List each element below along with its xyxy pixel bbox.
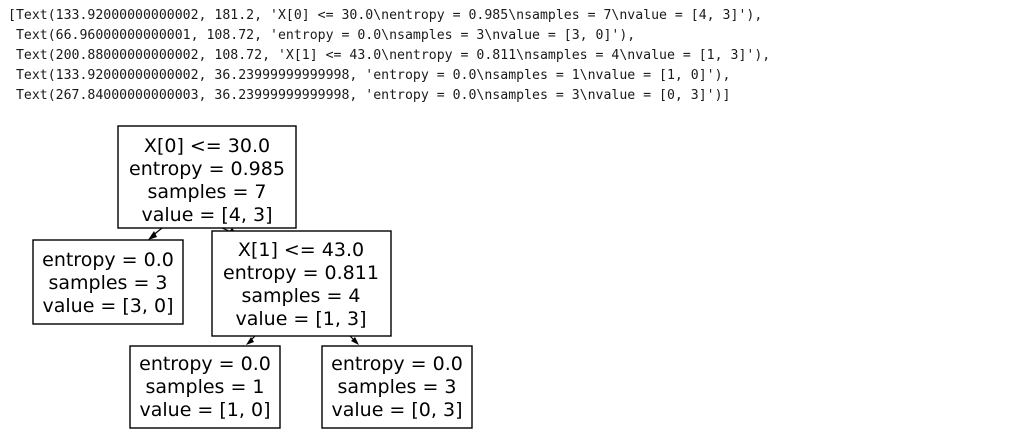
node-split-rule: X[0] <= 30.0 [144, 135, 270, 157]
output-line: Text(133.92000000000002, 36.239999999999… [8, 68, 731, 83]
tree-node-right-left-leaf: entropy = 0.0 samples = 1 value = [1, 0] [129, 345, 281, 429]
edge-arrowhead [148, 231, 157, 240]
node-box [321, 345, 473, 429]
node-value: value = [3, 0] [43, 295, 174, 317]
edge-arrowhead [246, 337, 254, 345]
node-split-rule: X[1] <= 43.0 [238, 239, 364, 261]
node-entropy: entropy = 0.811 [223, 262, 379, 284]
output-line: Text(200.88000000000002, 108.72, 'X[1] <… [8, 48, 771, 63]
output-line: Text(267.84000000000003, 36.239999999999… [8, 88, 731, 103]
tree-node-left-leaf: entropy = 0.0 samples = 3 value = [3, 0] [32, 239, 184, 325]
edge-arrowhead [351, 337, 359, 345]
node-entropy: entropy = 0.0 [331, 353, 463, 375]
output-line: [Text(133.92000000000002, 181.2, 'X[0] <… [8, 8, 763, 23]
tree-node-right-right-leaf: entropy = 0.0 samples = 3 value = [0, 3] [321, 345, 473, 429]
node-samples: samples = 3 [337, 376, 456, 398]
node-samples: samples = 7 [147, 181, 266, 203]
node-value: value = [1, 0] [140, 399, 271, 421]
node-box [32, 239, 184, 325]
node-entropy: entropy = 0.0 [139, 353, 271, 375]
node-box [129, 345, 281, 429]
output-line: Text(66.96000000000001, 108.72, 'entropy… [8, 28, 636, 43]
tree-node-root: X[0] <= 30.0 entropy = 0.985 samples = 7… [117, 125, 297, 229]
node-entropy: entropy = 0.0 [42, 249, 174, 271]
node-entropy: entropy = 0.985 [129, 158, 285, 180]
node-samples: samples = 3 [48, 272, 167, 294]
node-samples: samples = 1 [145, 376, 264, 398]
node-value: value = [4, 3] [142, 204, 273, 226]
node-value: value = [0, 3] [332, 399, 463, 421]
node-box [211, 230, 392, 337]
node-box [117, 125, 297, 229]
node-value: value = [1, 3] [236, 308, 367, 330]
console-output: [Text(133.92000000000002, 181.2, 'X[0] <… [8, 6, 770, 106]
tree-node-right-split: X[1] <= 43.0 entropy = 0.811 samples = 4… [211, 230, 392, 337]
node-samples: samples = 4 [241, 285, 360, 307]
